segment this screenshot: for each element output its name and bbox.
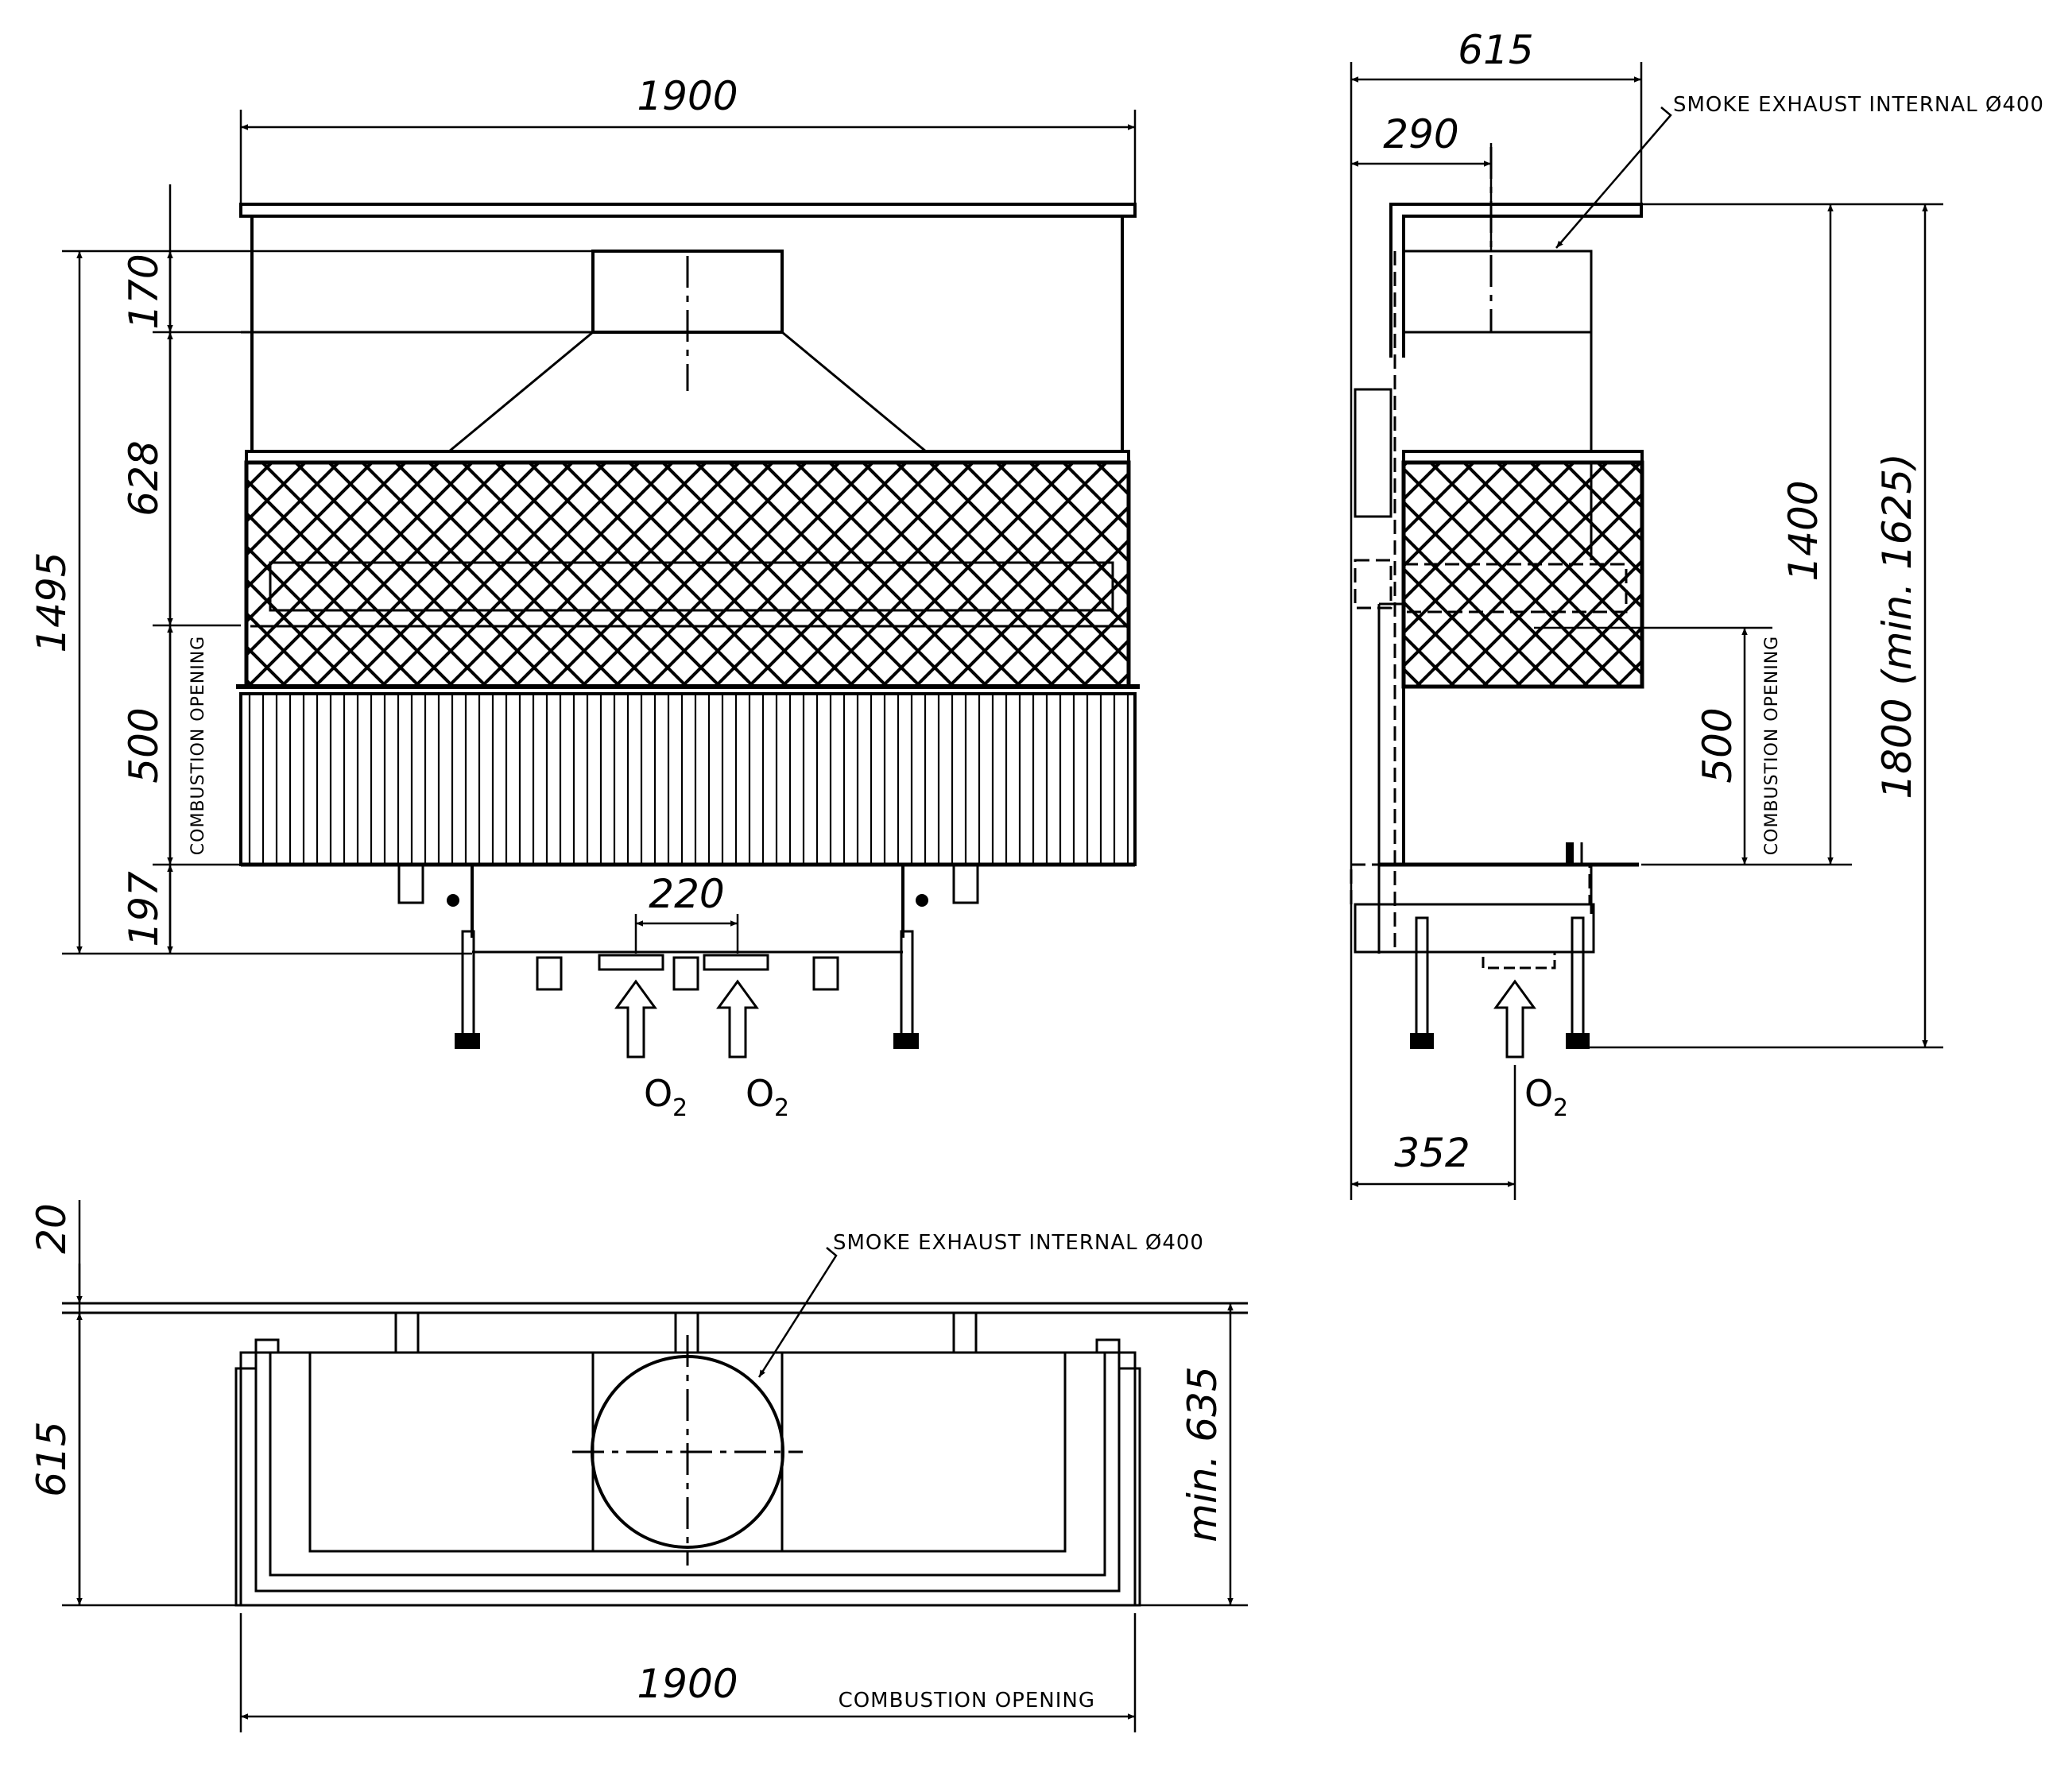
- plan-gap-label: 20: [29, 1203, 75, 1254]
- svg-text:2: 2: [672, 1094, 688, 1122]
- side-flue-offset-label: 290: [1383, 111, 1458, 157]
- plan-opening-label: COMBUSTION OPENING: [839, 1689, 1095, 1713]
- side-opening-label: COMBUSTION OPENING: [1762, 636, 1782, 855]
- plan-view: [62, 1302, 1248, 1607]
- side-depth-label: 615: [1458, 27, 1533, 73]
- front-inlet-spacing-label: 220: [649, 871, 724, 917]
- front-opening-label: COMBUSTION OPENING: [188, 636, 208, 855]
- side-total-height-label: 1800 (min. 1625): [1874, 453, 1920, 799]
- front-view: [236, 203, 1140, 1059]
- front-glass-height-label: 628: [121, 440, 167, 516]
- side-smoke-exhaust-label: SMOKE EXHAUST INTERNAL Ø400: [1673, 93, 2044, 117]
- side-inner-height-label: 1400: [1780, 480, 1826, 581]
- front-width-label: 1900: [637, 73, 738, 119]
- side-dimensions: [1350, 62, 1943, 1200]
- plan-smoke-exhaust-label: SMOKE EXHAUST INTERNAL Ø400: [833, 1231, 1204, 1255]
- svg-text:O: O: [1524, 1072, 1553, 1115]
- side-inlet-offset-label: 352: [1394, 1130, 1470, 1176]
- side-view: [1350, 147, 1644, 1059]
- plan-width-label: 1900: [637, 1661, 738, 1707]
- front-hood-height-label: 170: [121, 254, 167, 329]
- plan-dimensions: [62, 1200, 1248, 1732]
- plan-depth-label: 615: [29, 1421, 75, 1496]
- svg-text:2: 2: [1553, 1094, 1568, 1122]
- front-base-height-label: 197: [121, 871, 167, 947]
- plan-clearance-label: min. 635: [1179, 1366, 1226, 1542]
- svg-text:O: O: [644, 1072, 672, 1115]
- side-opening-height-label: 500: [1695, 707, 1741, 783]
- front-dimensions: [62, 110, 1137, 955]
- svg-text:2: 2: [774, 1094, 789, 1122]
- front-o2-left: O 2: [644, 1072, 688, 1122]
- front-total-height-label: 1495: [29, 552, 75, 652]
- front-opening-height-label: 500: [121, 707, 167, 783]
- side-o2: O 2: [1524, 1072, 1568, 1122]
- front-o2-right: O 2: [746, 1072, 789, 1122]
- svg-text:O: O: [746, 1072, 774, 1115]
